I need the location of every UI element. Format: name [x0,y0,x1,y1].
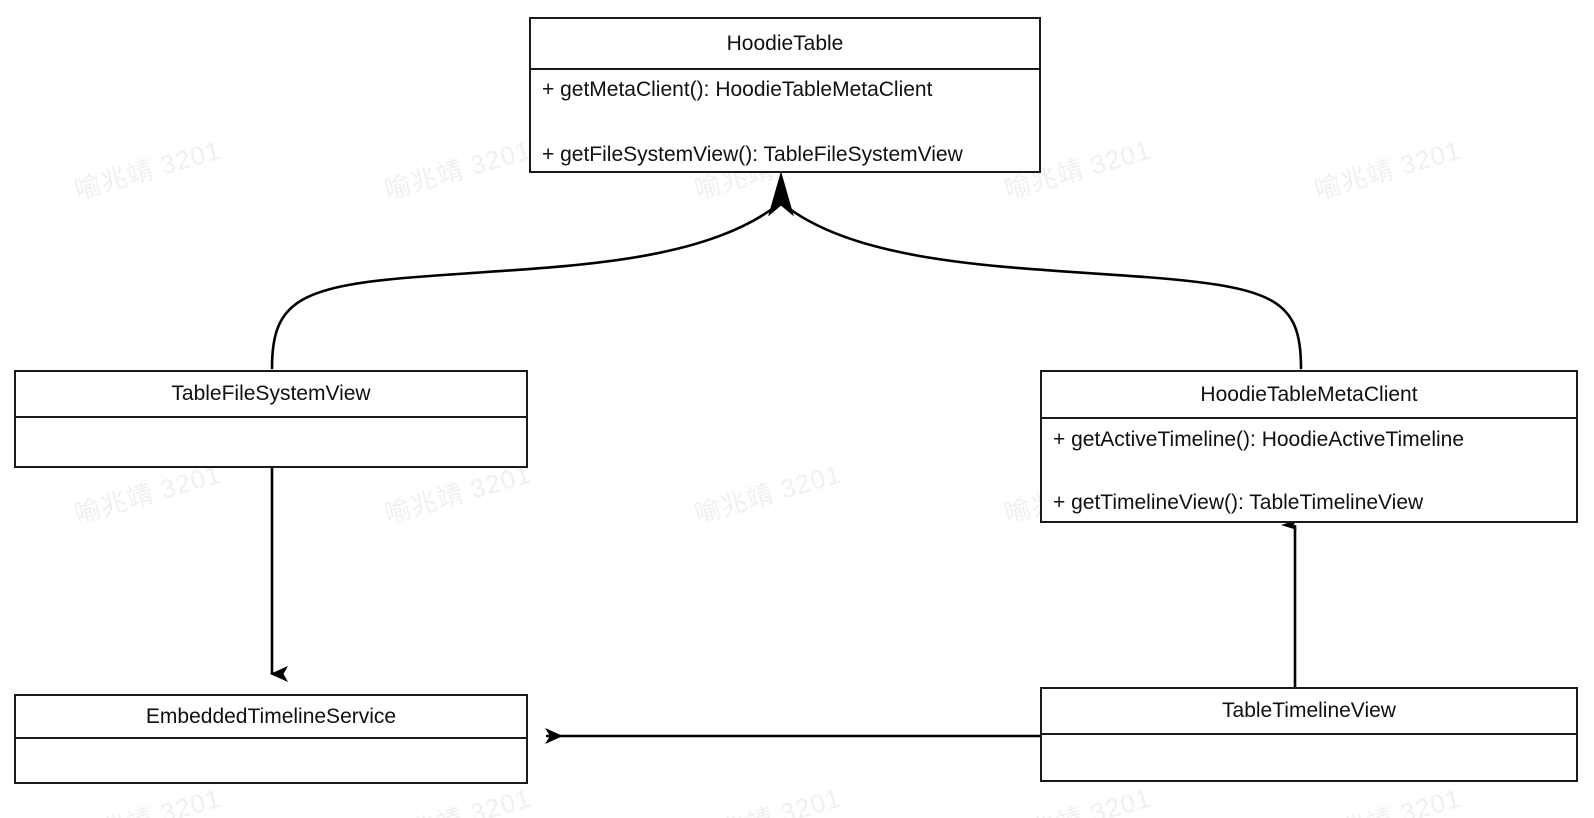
watermark-text: 喻兆靖 3201 [691,782,845,818]
class-name-table-file-system-view: TableFileSystemView [16,372,526,418]
class-members-hoodie-table: + getMetaClient(): HoodieTableMetaClient… [531,70,1039,171]
class-member: + getActiveTimeline(): HoodieActiveTimel… [1053,428,1465,451]
edge-tablefilesystemview-to-hoodietable [270,202,781,370]
class-box-table-timeline-view[interactable]: TableTimelineView [1040,687,1578,782]
class-box-table-file-system-view[interactable]: TableFileSystemView [14,370,528,468]
class-box-hoodie-table[interactable]: HoodieTable + getMetaClient(): HoodieTab… [529,17,1041,173]
class-name-table-timeline-view: TableTimelineView [1042,689,1576,735]
arrowhead-into-hoodie-table [768,171,794,217]
watermark-text: 喻兆靖 3201 [1001,782,1155,818]
watermark-text: 喻兆靖 3201 [1311,782,1465,818]
class-box-embedded-timeline-service[interactable]: EmbeddedTimelineService [14,694,528,784]
watermark-text: 喻兆靖 3201 [381,134,535,206]
watermark-text: 喻兆靖 3201 [691,458,845,530]
class-members-table-timeline-view [1042,735,1576,780]
class-name-hoodie-table: HoodieTable [531,19,1039,70]
class-name-hoodie-table-meta-client: HoodieTableMetaClient [1042,372,1576,419]
class-members-table-file-system-view [16,418,526,466]
class-member: + getMetaClient(): HoodieTableMetaClient [542,77,933,101]
class-members-embedded-timeline-service [16,739,526,782]
class-members-hoodie-table-meta-client: + getActiveTimeline(): HoodieActiveTimel… [1042,419,1576,521]
watermark-text: 喻兆靖 3201 [71,134,225,206]
class-member: + getFileSystemView(): TableFileSystemVi… [542,142,963,166]
class-member: + getTimelineView(): TableTimelineView [1053,491,1424,514]
edge-hoodietablemetaclient-to-hoodietable [781,202,1303,370]
class-name-embedded-timeline-service: EmbeddedTimelineService [16,696,526,739]
watermark-text: 喻兆靖 3201 [1311,134,1465,206]
class-box-hoodie-table-meta-client[interactable]: HoodieTableMetaClient + getActiveTimelin… [1040,370,1578,523]
